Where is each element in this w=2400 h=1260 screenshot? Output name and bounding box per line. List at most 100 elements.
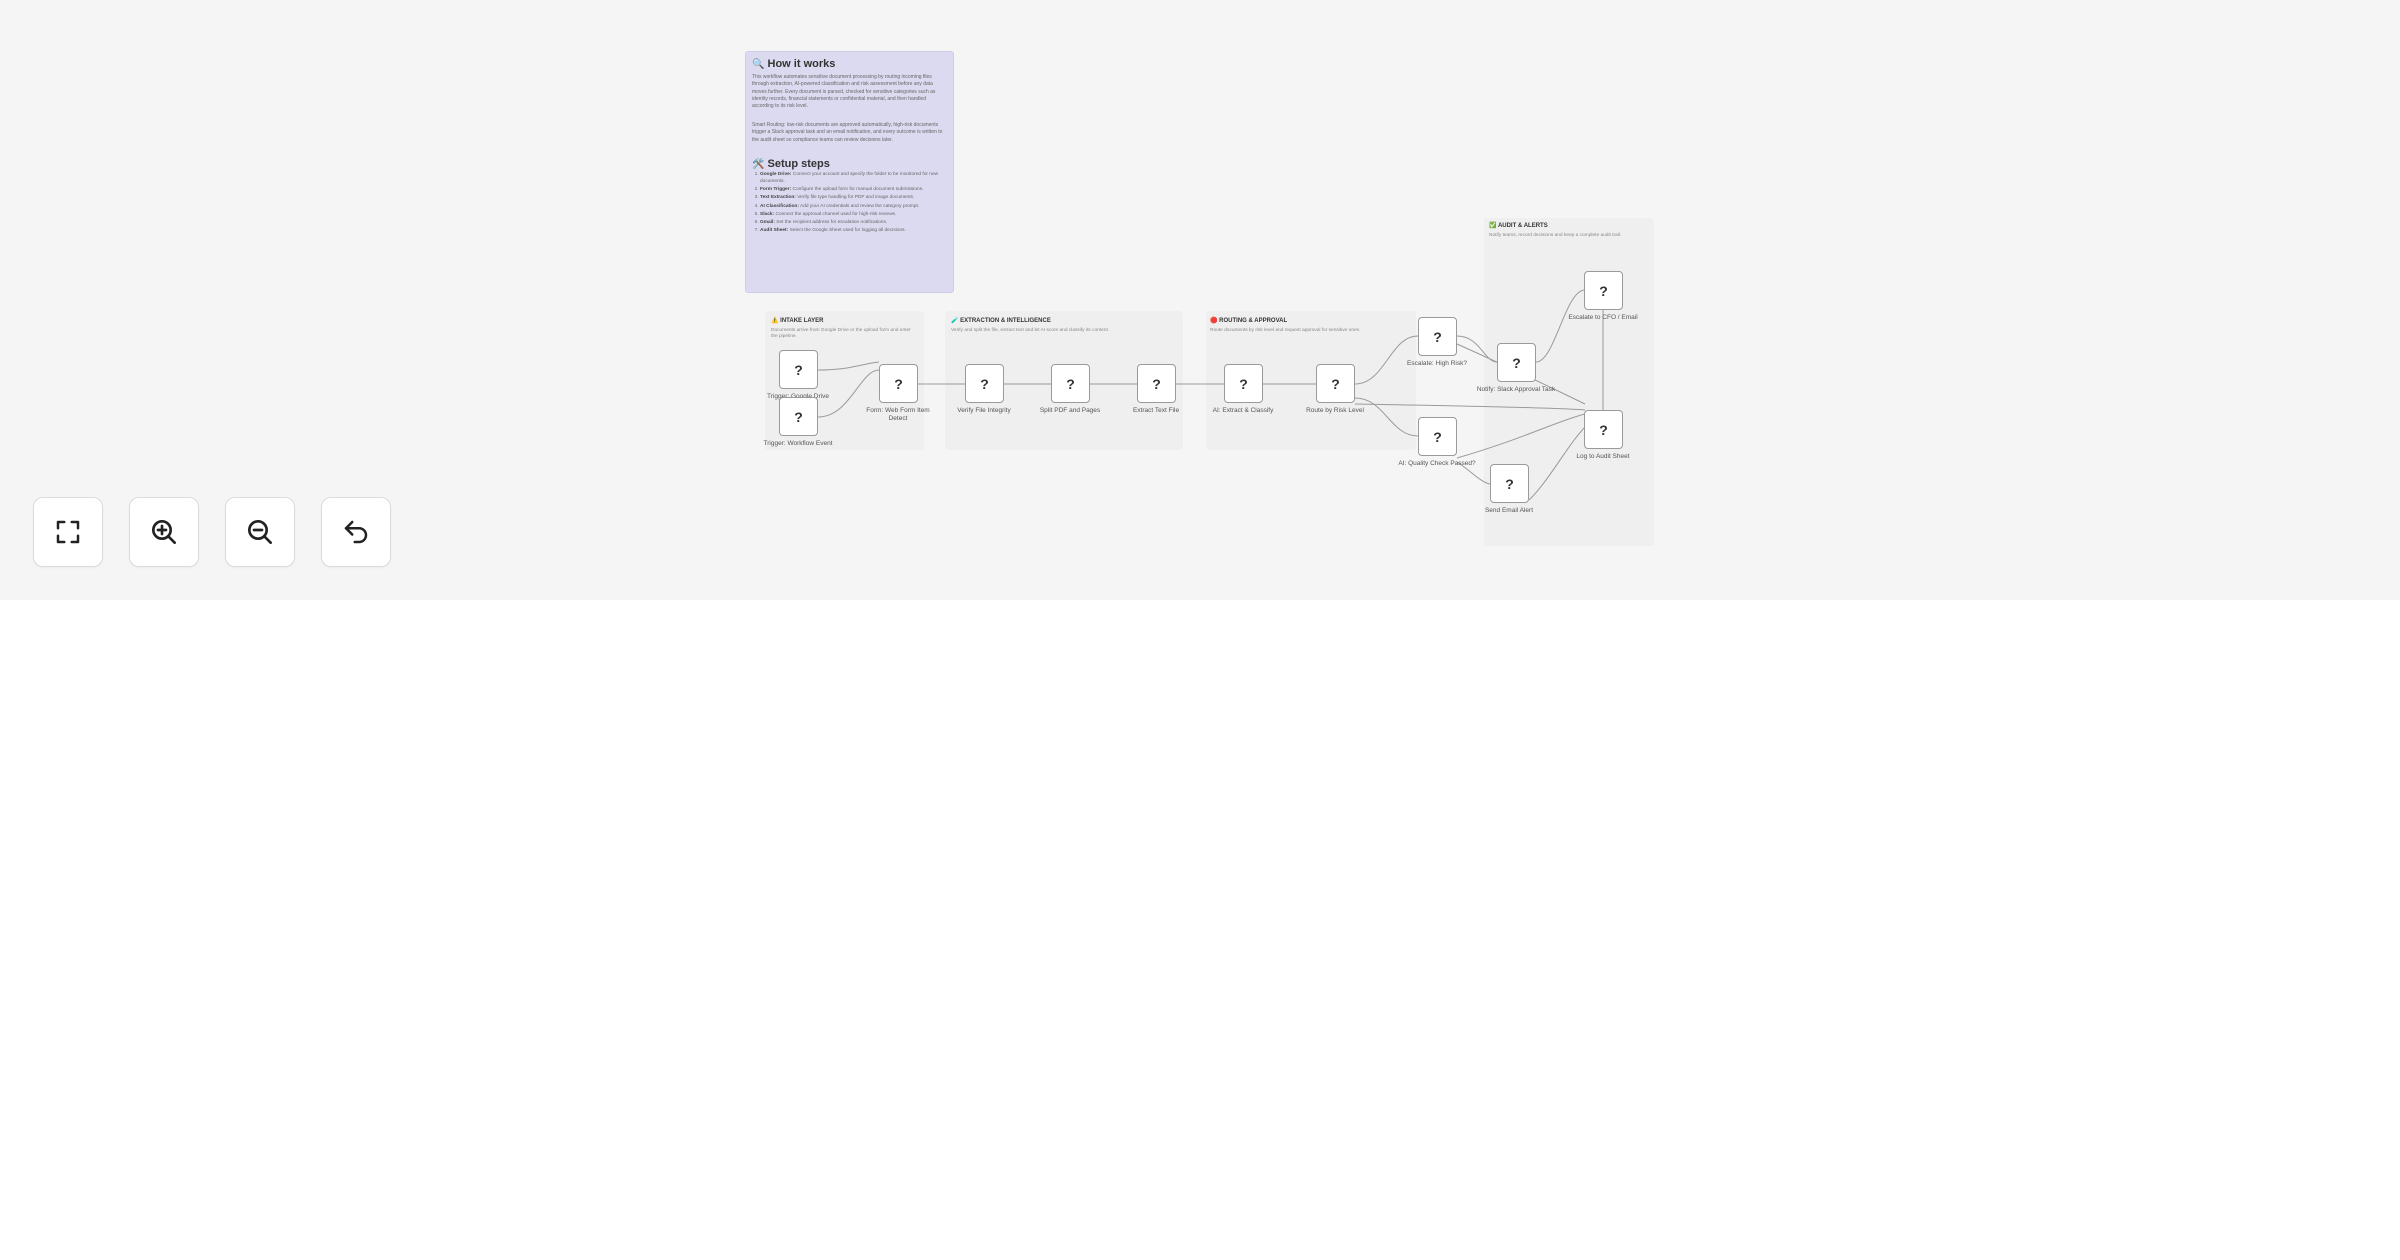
unknown-node-icon: ? bbox=[1331, 375, 1340, 392]
extraction-title-text: EXTRACTION & INTELLIGENCE bbox=[960, 318, 1051, 324]
setup-step-item: Google Drive: Connect your account and s… bbox=[760, 172, 948, 185]
how-it-works-paragraph-1: This workflow automates sensitive docume… bbox=[752, 74, 936, 109]
unknown-node-icon: ? bbox=[794, 361, 803, 378]
log-to-sheet-label: Log to Audit Sheet bbox=[1576, 453, 1630, 460]
ai-quality-check-label: AI: Quality Check Passed? bbox=[1398, 460, 1476, 467]
setup-step-item: Text Extraction: Verify file type handli… bbox=[760, 195, 948, 202]
unknown-node-icon: ? bbox=[1599, 421, 1608, 438]
setup-step-text: Configure the upload form for manual doc… bbox=[791, 187, 924, 192]
setup-step-text: Select the Google Sheet used for logging… bbox=[788, 228, 906, 234]
route-by-risk-label: Route by Risk Level bbox=[1306, 407, 1364, 414]
setup-steps-heading: Setup steps bbox=[767, 158, 830, 170]
intake-layer-title-text: INTAKE LAYER bbox=[780, 318, 824, 324]
setup-step-name: Form Trigger: bbox=[760, 187, 792, 192]
edge-workflow-to-form bbox=[817, 369, 880, 418]
workflow-canvas[interactable]: 🔍 How it works This workflow automates s… bbox=[0, 0, 2400, 600]
setup-steps-list: Google Drive: Connect your account and s… bbox=[752, 172, 948, 237]
setup-step-name: Slack: bbox=[760, 211, 775, 217]
unknown-node-icon: ? bbox=[894, 375, 903, 392]
setup-step-text: Add your AI credentials and review the c… bbox=[798, 203, 920, 209]
edge-route-to-log bbox=[1354, 403, 1586, 411]
magnifier-icon: 🔍 bbox=[752, 59, 765, 70]
zoom-out-icon bbox=[248, 520, 272, 544]
unknown-node-icon: ? bbox=[794, 408, 803, 425]
undo-icon bbox=[344, 520, 368, 544]
intake-layer-description: Documents arrive from Google Drive or th… bbox=[771, 328, 911, 340]
reset-zoom-button[interactable] bbox=[321, 497, 391, 567]
split-pdf-label: Split PDF and Pages bbox=[1039, 407, 1101, 414]
flask-icon: 🧪 bbox=[951, 318, 959, 324]
edge-route-to-quality bbox=[1354, 397, 1419, 437]
edge-quality-to-log bbox=[1456, 413, 1586, 459]
unknown-node-icon: ? bbox=[1433, 428, 1442, 445]
unknown-node-icon: ? bbox=[980, 375, 989, 392]
ai-extract-classify-node[interactable]: ? bbox=[1224, 364, 1263, 403]
edge-drive-to-form bbox=[817, 361, 880, 371]
ai-extract-classify-label: AI: Extract & Classify bbox=[1212, 407, 1274, 414]
setup-step-name: Google Drive: bbox=[760, 172, 792, 177]
trigger-workflow-event-node[interactable]: ? bbox=[779, 397, 818, 436]
setup-step-text: Connect the approval channel used for hi… bbox=[774, 211, 897, 217]
setup-step-text: Verify file type handling for PDF and im… bbox=[795, 195, 915, 201]
unknown-node-icon: ? bbox=[1152, 375, 1161, 392]
escalate-cfo-node[interactable]: ? bbox=[1584, 271, 1623, 310]
extract-text-label: Extract Text File bbox=[1132, 407, 1180, 414]
split-pdf-node[interactable]: ? bbox=[1051, 364, 1090, 403]
zoom-in-icon bbox=[152, 520, 176, 544]
send-email-label: Send Email Alert bbox=[1484, 507, 1534, 514]
setup-step-item: Form Trigger: Configure the upload form … bbox=[760, 187, 948, 194]
escalate-cfo-label: Escalate to CFO / Email bbox=[1568, 314, 1638, 321]
trigger-workflow-event-label: Trigger: Workflow Event bbox=[763, 440, 833, 447]
how-it-works-paragraph-2: Smart Routing: low-risk documents are ap… bbox=[752, 122, 943, 143]
setup-step-item: AI Classification: Add your AI credentia… bbox=[760, 204, 948, 211]
verify-file-label: Verify File Integrity bbox=[957, 407, 1011, 414]
edge-route-to-escalate bbox=[1354, 335, 1419, 385]
stop-sign-icon: 🛑 bbox=[1210, 318, 1218, 324]
setup-step-name: Audit Sheet: bbox=[760, 228, 789, 234]
routing-title: 🛑 ROUTING & APPROVAL bbox=[1210, 317, 1287, 324]
zoom-out-button[interactable] bbox=[225, 497, 295, 567]
extraction-description: Verify and split the file, extract text … bbox=[951, 328, 1110, 333]
setup-step-name: Gmail: bbox=[760, 220, 775, 226]
how-it-works-title: 🔍 How it works bbox=[752, 58, 835, 70]
edge-email-to-log bbox=[1528, 421, 1591, 501]
routing-title-text: ROUTING & APPROVAL bbox=[1219, 318, 1288, 324]
unknown-node-icon: ? bbox=[1239, 375, 1248, 392]
form-trigger-node[interactable]: ? bbox=[879, 364, 918, 403]
setup-step-name: Text Extraction: bbox=[760, 195, 796, 201]
setup-step-text: Connect your account and specify the fol… bbox=[760, 172, 939, 184]
verify-file-node[interactable]: ? bbox=[965, 364, 1004, 403]
edge-slack-to-cfo bbox=[1535, 289, 1586, 363]
zoom-in-button[interactable] bbox=[129, 497, 199, 567]
setup-step-text: Set the recipient address for escalation… bbox=[774, 220, 888, 226]
audit-title: ✅ AUDIT & ALERTS bbox=[1489, 222, 1548, 229]
trigger-google-drive-node[interactable]: ? bbox=[779, 350, 818, 389]
how-it-works-heading: How it works bbox=[767, 58, 836, 70]
ai-quality-check-node[interactable]: ? bbox=[1418, 417, 1457, 456]
setup-step-name: AI Classification: bbox=[760, 203, 799, 209]
edge-quality-to-email bbox=[1456, 461, 1491, 485]
extract-text-node[interactable]: ? bbox=[1137, 364, 1176, 403]
check-icon: ✅ bbox=[1489, 223, 1497, 229]
unknown-node-icon: ? bbox=[1066, 375, 1075, 392]
setup-step-item: Audit Sheet: Select the Google Sheet use… bbox=[760, 228, 948, 235]
send-email-node[interactable]: ? bbox=[1490, 464, 1529, 503]
log-to-sheet-node[interactable]: ? bbox=[1584, 410, 1623, 449]
route-by-risk-node[interactable]: ? bbox=[1316, 364, 1355, 403]
notify-slack-label: Notify: Slack Approval Task bbox=[1476, 386, 1556, 393]
unknown-node-icon: ? bbox=[1512, 354, 1521, 371]
escalate-high-risk-node[interactable]: ? bbox=[1418, 317, 1457, 356]
extraction-title: 🧪 EXTRACTION & INTELLIGENCE bbox=[951, 317, 1051, 324]
intake-layer-title: ⚠️ INTAKE LAYER bbox=[771, 317, 824, 324]
setup-steps-title: 🛠️ Setup steps bbox=[752, 158, 830, 170]
warning-icon: ⚠️ bbox=[771, 318, 779, 324]
how-it-works-note[interactable]: 🔍 How it works This workflow automates s… bbox=[745, 51, 954, 293]
wrench-icon: 🛠️ bbox=[752, 159, 765, 170]
setup-step-item: Gmail: Set the recipient address for esc… bbox=[760, 220, 948, 227]
unknown-node-icon: ? bbox=[1433, 328, 1442, 345]
fit-view-button[interactable] bbox=[33, 497, 103, 567]
notify-slack-node[interactable]: ? bbox=[1497, 343, 1536, 382]
unknown-node-icon: ? bbox=[1505, 475, 1514, 492]
connection-lines bbox=[817, 289, 1604, 501]
unknown-node-icon: ? bbox=[1599, 282, 1608, 299]
